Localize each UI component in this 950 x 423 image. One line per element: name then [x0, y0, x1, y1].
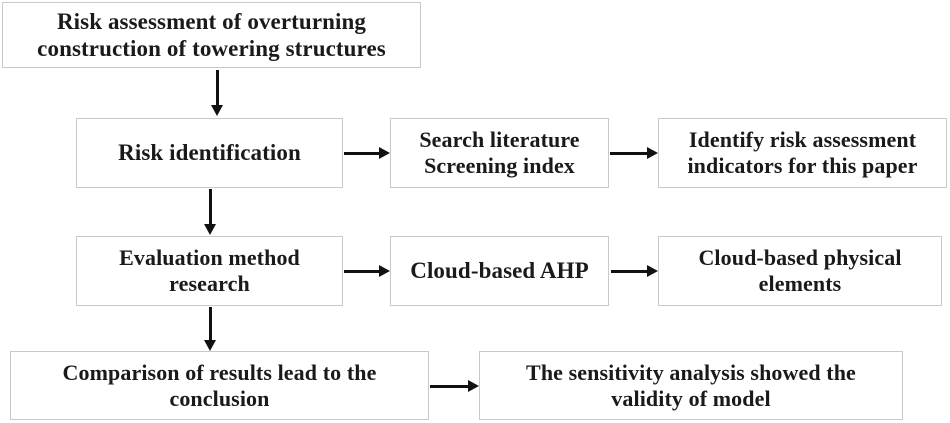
node-search-literature: Search literature Screening index [390, 118, 609, 188]
arrow-shaft [209, 189, 212, 224]
arrow-shaft [430, 385, 468, 388]
node-comparison-conclusion: Comparison of results lead to the conclu… [10, 351, 429, 420]
node-identify-indicators: Identify risk assessment indicators for … [658, 118, 947, 188]
node-label: Search literature Screening index [419, 127, 580, 178]
node-label: Risk assessment of overturning construct… [37, 8, 386, 61]
node-label: Risk identification [118, 140, 301, 166]
node-cloud-based-physical-elements: Cloud-based physical elements [658, 236, 942, 306]
node-label: Cloud-based AHP [410, 258, 589, 284]
arrow-shaft [209, 307, 212, 340]
node-label: Cloud-based physical elements [698, 245, 902, 296]
arrow-head [379, 265, 390, 277]
arrow-shaft [611, 270, 647, 273]
arrow-head [647, 265, 658, 277]
arrow-shaft [344, 152, 379, 155]
node-evaluation-method-research: Evaluation method research [76, 236, 343, 306]
arrow-shaft [344, 270, 379, 273]
node-cloud-based-ahp: Cloud-based AHP [390, 236, 609, 306]
node-label: The sensitivity analysis showed the vali… [526, 359, 856, 411]
arrow-head [647, 147, 658, 159]
node-label: Comparison of results lead to the conclu… [62, 359, 377, 411]
arrow-head [468, 380, 479, 392]
node-label: Identify risk assessment indicators for … [687, 127, 918, 178]
arrow-head [204, 224, 216, 235]
arrow-head [211, 105, 223, 116]
node-sensitivity-analysis: The sensitivity analysis showed the vali… [479, 351, 903, 420]
arrow-head [379, 147, 390, 159]
node-risk-assessment-title: Risk assessment of overturning construct… [2, 2, 421, 68]
node-label: Evaluation method research [119, 245, 300, 296]
arrow-shaft [610, 152, 647, 155]
arrow-head [204, 340, 216, 351]
node-risk-identification: Risk identification [76, 118, 343, 188]
arrow-shaft [216, 70, 219, 105]
